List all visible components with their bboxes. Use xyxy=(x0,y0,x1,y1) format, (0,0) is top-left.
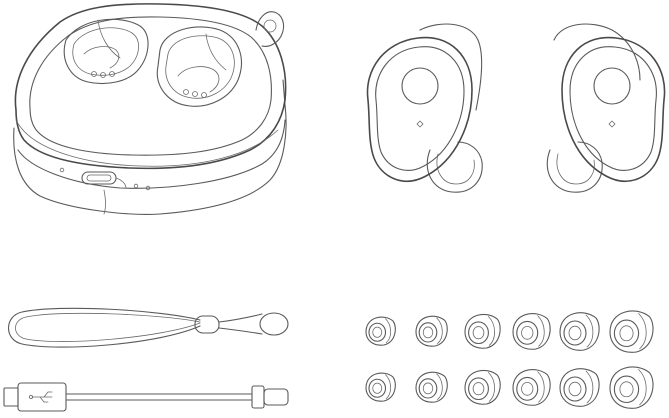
lanyard-strap xyxy=(9,308,289,347)
ear-tip-icon xyxy=(513,314,550,350)
ear-tip-icon xyxy=(416,316,447,346)
ear-tips-set xyxy=(366,311,653,408)
earbud-right xyxy=(547,24,664,192)
charging-case xyxy=(14,4,286,214)
ear-tip-icon xyxy=(610,311,653,352)
ear-tip-icon xyxy=(610,367,653,408)
ear-tip-icon xyxy=(465,314,500,348)
ear-tip-icon xyxy=(513,370,550,406)
ear-tip-icon xyxy=(560,369,599,407)
ear-tip-icon xyxy=(366,317,395,345)
ear-tip-icon xyxy=(465,370,500,404)
earbud-left xyxy=(367,24,482,192)
ear-tip-icon xyxy=(416,372,447,402)
ear-tip-icon xyxy=(366,373,395,401)
usb-cable xyxy=(4,383,288,411)
ear-tip-icon xyxy=(560,313,599,351)
